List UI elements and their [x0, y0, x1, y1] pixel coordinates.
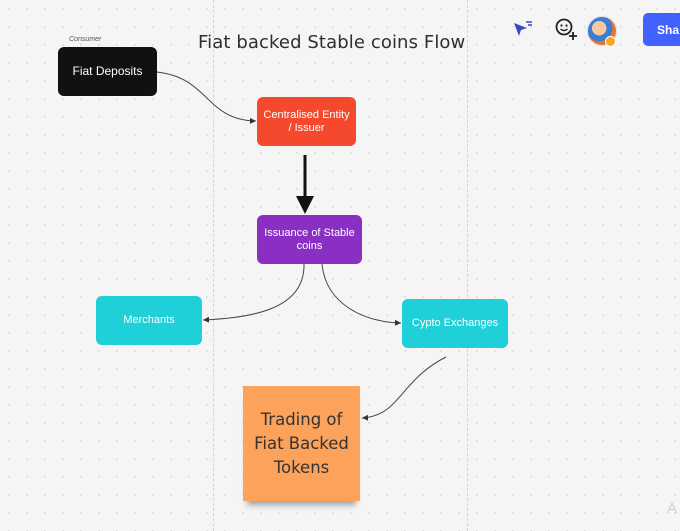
- grid-guide: [213, 0, 214, 531]
- trading-sticky-note[interactable]: Trading of Fiat Backed Tokens: [243, 386, 360, 501]
- connector-issuance-to-merchants: [202, 263, 305, 323]
- issuance-node[interactable]: Issuance of Stable coins: [257, 215, 362, 264]
- connector-exchanges-to-trading: [361, 356, 447, 421]
- connector-issuance-to-exchanges: [321, 263, 402, 326]
- crypto-exchanges-node[interactable]: Cypto Exchanges: [402, 299, 508, 348]
- centralised-issuer-node[interactable]: Centralised Entity / Issuer: [257, 97, 356, 146]
- add-reaction-icon[interactable]: [554, 17, 578, 41]
- corner-text: A: [667, 500, 678, 517]
- cursor-select-icon[interactable]: [512, 19, 534, 39]
- thick-arrowhead: [296, 196, 314, 214]
- grid-guide: [467, 0, 468, 531]
- avatar-status-badge: [605, 36, 616, 47]
- fiat-deposits-node[interactable]: Fiat Deposits: [58, 47, 157, 96]
- board-title[interactable]: Fiat backed Stable coins Flow: [198, 32, 466, 53]
- consumer-label[interactable]: Consumer: [69, 36, 102, 43]
- connector-fiat-to-issuer: [156, 71, 257, 124]
- share-button[interactable]: Sha: [643, 13, 680, 46]
- merchants-node[interactable]: Merchants: [96, 296, 202, 345]
